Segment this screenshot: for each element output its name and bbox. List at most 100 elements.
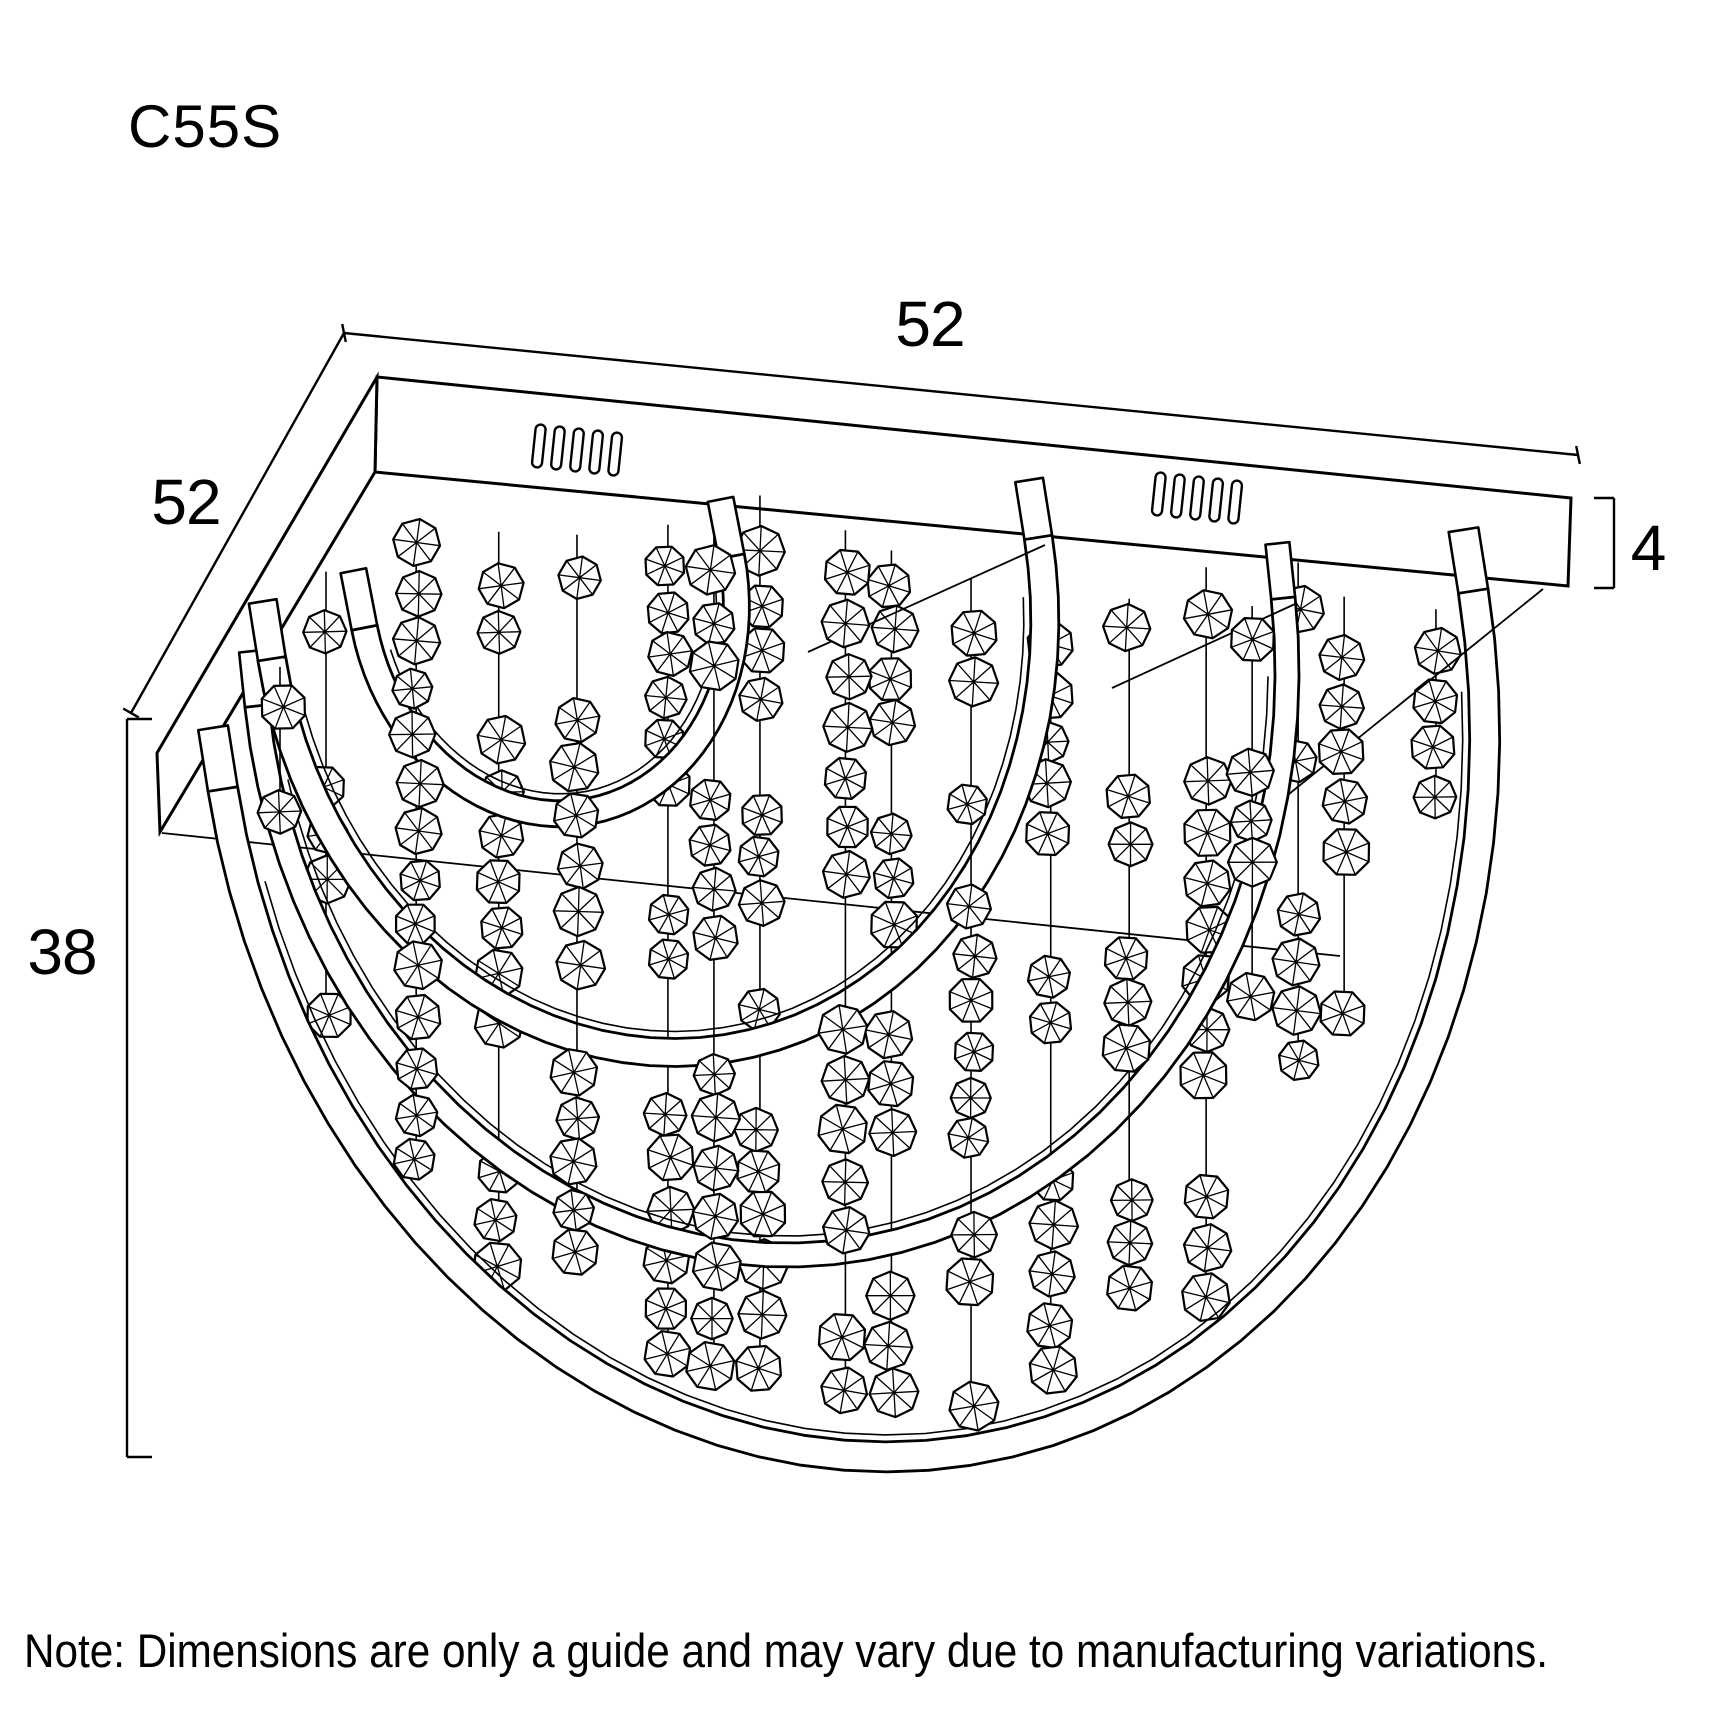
crystal-bead-facets [1027, 1303, 1073, 1349]
dimension-left-depth [122, 332, 346, 719]
crystal-bead-facets [946, 1258, 994, 1306]
crystal-bead-facets [552, 1229, 598, 1275]
crystal-bead-facets [645, 1288, 687, 1329]
crystal-bead-facets [868, 1061, 914, 1107]
dimension-label-top-width: 52 [895, 288, 964, 360]
crystal-bead-facets [1102, 1024, 1151, 1072]
crystal-bead-facets [1272, 986, 1321, 1035]
crystal-bead-facets [1414, 627, 1461, 674]
dimension-drop-height [125, 717, 152, 1459]
crystal-bead-facets [1230, 800, 1272, 842]
crystal-bead-facets [395, 904, 435, 944]
crystal-bead-facets [823, 1207, 870, 1254]
vent-slot [1227, 479, 1244, 525]
crystal-bead-facets [871, 901, 918, 948]
crystal-bead-facets [826, 654, 872, 700]
crystal-bead-facets [1027, 955, 1071, 998]
crystal-bead-facets [946, 884, 991, 929]
crystal-bead-facets [870, 813, 912, 855]
crystal-bead-facets [949, 657, 999, 707]
bead-strand [642, 524, 696, 1378]
crystal-bead-facets [395, 807, 442, 855]
crystal-bead-facets [818, 1005, 868, 1054]
crystal-bead-facets [821, 1055, 870, 1104]
crystal-bead-facets [1107, 1265, 1153, 1311]
arc-band-lip [303, 597, 1025, 1033]
crystal-bead-facets [1029, 1251, 1075, 1297]
crystal-bead-facets [1184, 809, 1231, 857]
crystal-bead-facets [951, 610, 997, 656]
vent-slot [1189, 475, 1205, 521]
crystal-bead-facets [395, 1094, 438, 1137]
crystal-bead-facets [550, 1049, 598, 1096]
crystal-bead-facets [476, 860, 520, 904]
arc-band-end-cap [1014, 476, 1054, 541]
crystal-bead-facets [558, 556, 601, 599]
crystal-bead-facets [645, 676, 687, 719]
crystal-bead-facets [947, 784, 987, 825]
bead-strand [256, 666, 306, 835]
crystal-bead-facets [741, 585, 784, 628]
crystal-bead-facets [691, 1297, 733, 1340]
bead-strand [1410, 609, 1462, 820]
crystal-bead-facets [737, 1150, 780, 1193]
crystal-bead-facets [393, 1138, 435, 1180]
crystal-bead-facets [643, 1093, 687, 1136]
crystal-bead-facets [645, 546, 685, 586]
vent-slot [549, 425, 566, 471]
arc-band-end-cap [339, 566, 379, 632]
crystal-bead-facets [1180, 1052, 1227, 1099]
crystal-bead-facets [824, 757, 867, 800]
crystal-bead-facets [867, 564, 911, 608]
vent-slots [530, 423, 1244, 525]
crystal-bead-facets [1230, 617, 1275, 661]
crystal-bead-facets [738, 880, 785, 926]
dimension-plate-thickness [1594, 496, 1616, 590]
crystal-bead-facets [648, 939, 689, 979]
crystal-bead-facets [864, 1010, 913, 1059]
bead-strand [549, 534, 607, 1276]
crystal-bead-facets [948, 1117, 989, 1158]
crystal-bead-facets [1413, 775, 1457, 819]
crystal-bead-facets [864, 1321, 913, 1371]
crystal-bead-facets [739, 628, 785, 673]
arc-band-end-cap [1447, 526, 1490, 595]
bead-strand [1317, 596, 1371, 1037]
arc-band-lip [264, 691, 1464, 1436]
crystal-bead-facets [389, 711, 436, 758]
crystal-bead-facets [951, 1211, 997, 1258]
crystal-bead-facets [1110, 1179, 1153, 1222]
crystal-bead-facets [1108, 822, 1153, 867]
crystal-bead-facets [477, 715, 526, 764]
crystal-bead-facets [1277, 893, 1321, 936]
crystal-bead-facets [1411, 725, 1455, 769]
crystal-bead-facets [821, 599, 870, 648]
crystal-bead-facets [394, 941, 442, 990]
crystal-bead-facets [1322, 779, 1368, 824]
crystal-bead-facets [735, 525, 785, 576]
crystal-bead-facets [1184, 757, 1232, 805]
crystal-bead-facets [553, 1189, 594, 1231]
vent-slot-group [1150, 471, 1244, 525]
crystal-bead-facets [689, 641, 739, 691]
crystal-bead-facets [1029, 1200, 1079, 1250]
crystal-bead-facets [644, 1330, 691, 1377]
suspension-wire [1111, 603, 1296, 689]
crystal-bead-facets [303, 610, 347, 654]
vent-slot [1150, 471, 1167, 517]
crystal-bead-facets [685, 545, 736, 595]
crystal-bead-facets [869, 1368, 919, 1418]
crystal-bead-facets [818, 1104, 867, 1154]
crystal-bead-facets [873, 858, 914, 899]
crystal-bead-facets [1318, 729, 1364, 775]
bead-strand [817, 530, 874, 1415]
crystal-bead-facets [396, 1048, 438, 1090]
crystal-bead-facets [395, 994, 441, 1040]
crystal-bead-facets [478, 563, 524, 609]
crystal-bead-facets [1183, 590, 1233, 639]
crystal-bead-facets [645, 719, 684, 759]
crystal-bead-facets [1226, 972, 1275, 1021]
crystal-bead-facets [647, 1186, 695, 1234]
crystal-bead-facets [869, 658, 912, 701]
crystal-bead-facets [647, 1134, 694, 1181]
